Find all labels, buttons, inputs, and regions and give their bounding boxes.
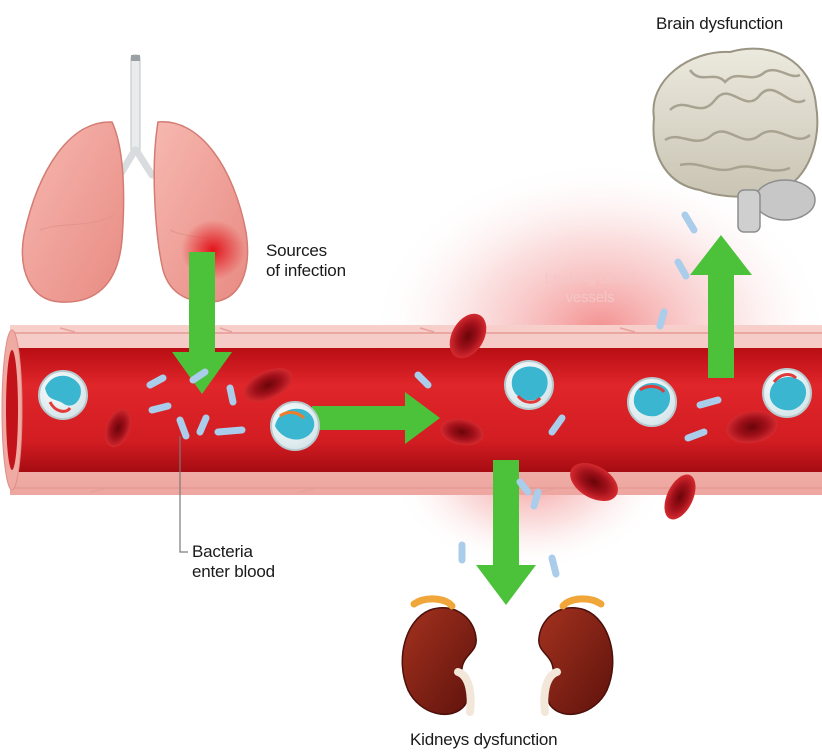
sources-line-1: Sources: [266, 241, 346, 261]
bacteria-enter-blood-label: Bacteria enter blood: [192, 542, 275, 582]
bacteria-line-1: Bacteria: [192, 542, 275, 562]
sources-line-2: of infection: [266, 261, 346, 281]
leaking-line-2: vessels: [520, 288, 660, 307]
bacteria-line-2: enter blood: [192, 562, 275, 582]
brain-dysfunction-label: Brain dysfunction: [656, 14, 783, 34]
kidneys-icon: [402, 599, 612, 714]
sources-of-infection-label: Sources of infection: [266, 241, 346, 281]
kidneys-dysfunction-label: Kidneys dysfunction: [410, 730, 557, 750]
leaking-blood-vessels-label: Leaking blood vessels: [520, 269, 660, 307]
leaking-line-1: Leaking blood: [520, 269, 660, 288]
